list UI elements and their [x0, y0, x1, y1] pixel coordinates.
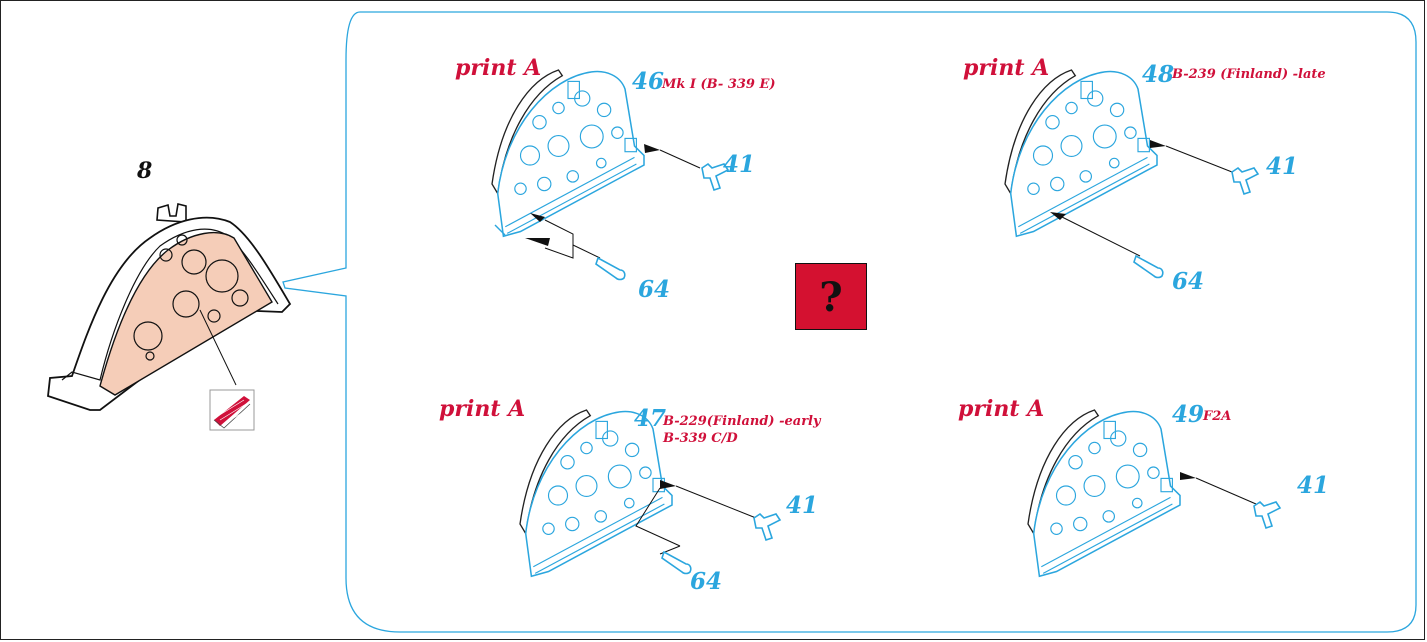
question-mark-icon: ?	[795, 263, 867, 330]
variant-46-part-number: 46	[632, 68, 665, 95]
help-label: ?	[819, 274, 843, 321]
decal-sheet-icon	[209, 389, 255, 431]
variant-48-part-64: 64	[1172, 268, 1205, 295]
variant-47-name-2: B-339 C/D	[663, 431, 738, 446]
variant-46-part-41: 41	[723, 151, 756, 178]
variant-47-diagram	[519, 409, 781, 578]
variant-46-name: Mk I (B- 339 E)	[662, 77, 776, 92]
variant-47-part-41: 41	[786, 492, 819, 519]
variant-49-diagram	[1027, 409, 1281, 578]
variant-48-print-label: print A	[963, 55, 1050, 81]
variant-46-part-64: 64	[638, 276, 671, 303]
variant-47-part-64: 64	[690, 568, 723, 595]
callout-balloon	[282, 11, 1417, 633]
variant-47-part-number: 47	[634, 405, 667, 432]
variant-47-print-label: print A	[439, 396, 526, 422]
variant-49-name: F2A	[1203, 409, 1232, 424]
step-number: 8	[137, 158, 153, 184]
variant-48-part-41: 41	[1266, 153, 1299, 180]
main-instrument-panel	[47, 203, 292, 411]
variant-49-part-41: 41	[1297, 472, 1330, 499]
variant-48-diagram	[1004, 69, 1259, 279]
variant-46-diagram	[491, 69, 729, 281]
variant-49-part-number: 49	[1172, 401, 1205, 428]
variant-48-name: B-239 (Finland) -late	[1172, 67, 1326, 82]
variant-46-print-label: print A	[455, 55, 542, 81]
variant-49-print-label: print A	[958, 396, 1045, 422]
decal-area	[99, 231, 273, 396]
variant-47-name: B-229(Finland) -early	[663, 414, 821, 429]
variant-48-part-number: 48	[1142, 61, 1175, 88]
